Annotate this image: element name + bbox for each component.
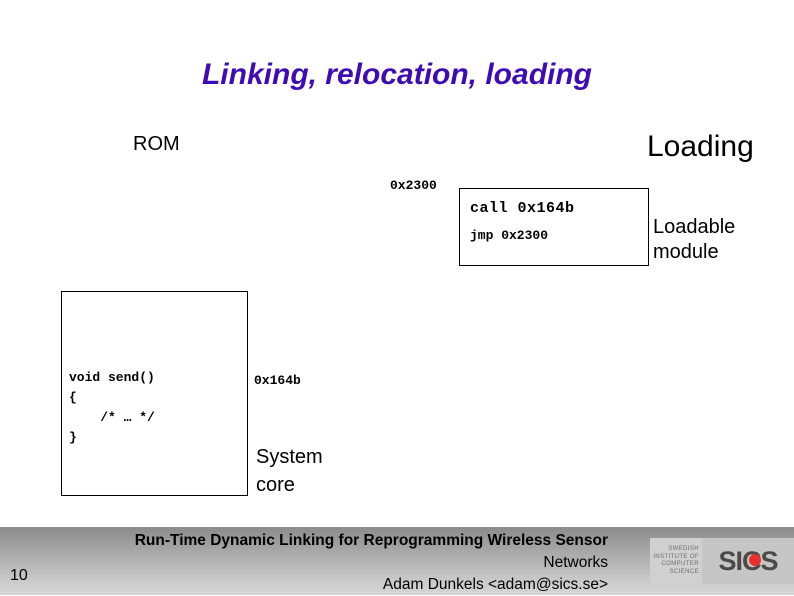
module-base-address-label: 0x2300 <box>390 178 437 193</box>
sics-logo: SWEDISH INSTITUTE OF COMPUTER SCIENCE SI… <box>650 538 794 584</box>
loadable-module-box <box>459 188 649 266</box>
sics-logo-word-computer: COMPUTER <box>661 561 699 567</box>
sics-logo-text: SICS <box>718 545 778 576</box>
system-core-caption: System core <box>256 443 323 499</box>
system-core-code: void send() { /* … */ } <box>69 370 155 445</box>
footer-citation: Run-Time Dynamic Linking for Reprogrammi… <box>88 530 608 596</box>
loadable-module-caption-line2: module <box>653 241 719 263</box>
footer-citation-line2: Networks <box>543 554 608 571</box>
sics-logo-word-science: SCIENCE <box>669 568 699 575</box>
call-instruction-text: call 0x164b <box>470 200 575 217</box>
system-core-box <box>61 291 248 496</box>
footer-citation-line1: Run-Time Dynamic Linking for Reprogrammi… <box>134 532 608 549</box>
footer-citation-line3: Adam Dunkels <adam@sics.se> <box>382 576 608 593</box>
sics-logo-wordmark: SWEDISH INSTITUTE OF COMPUTER SCIENCE <box>650 538 702 584</box>
sics-logo-word-institute: INSTITUTE OF <box>653 553 699 560</box>
loading-label: Loading <box>647 130 754 163</box>
sics-logo-red-dot-icon <box>749 554 761 566</box>
sics-logo-word-swedish: SWEDISH <box>668 546 699 552</box>
slide-number: 10 <box>10 567 28 584</box>
jmp-instruction-text: jmp 0x2300 <box>470 228 549 243</box>
page-title: Linking, relocation, loading <box>201 58 592 91</box>
rom-label: ROM <box>133 133 180 155</box>
core-symbol-address-label: 0x164b <box>254 373 301 388</box>
loadable-module-caption-line1: Loadable <box>653 216 736 238</box>
loadable-module-caption: Loadable module <box>653 215 735 265</box>
system-core-caption-line2: core <box>256 474 295 496</box>
system-core-caption-line1: System <box>256 446 323 468</box>
sics-logo-mark: SICS <box>702 538 794 584</box>
